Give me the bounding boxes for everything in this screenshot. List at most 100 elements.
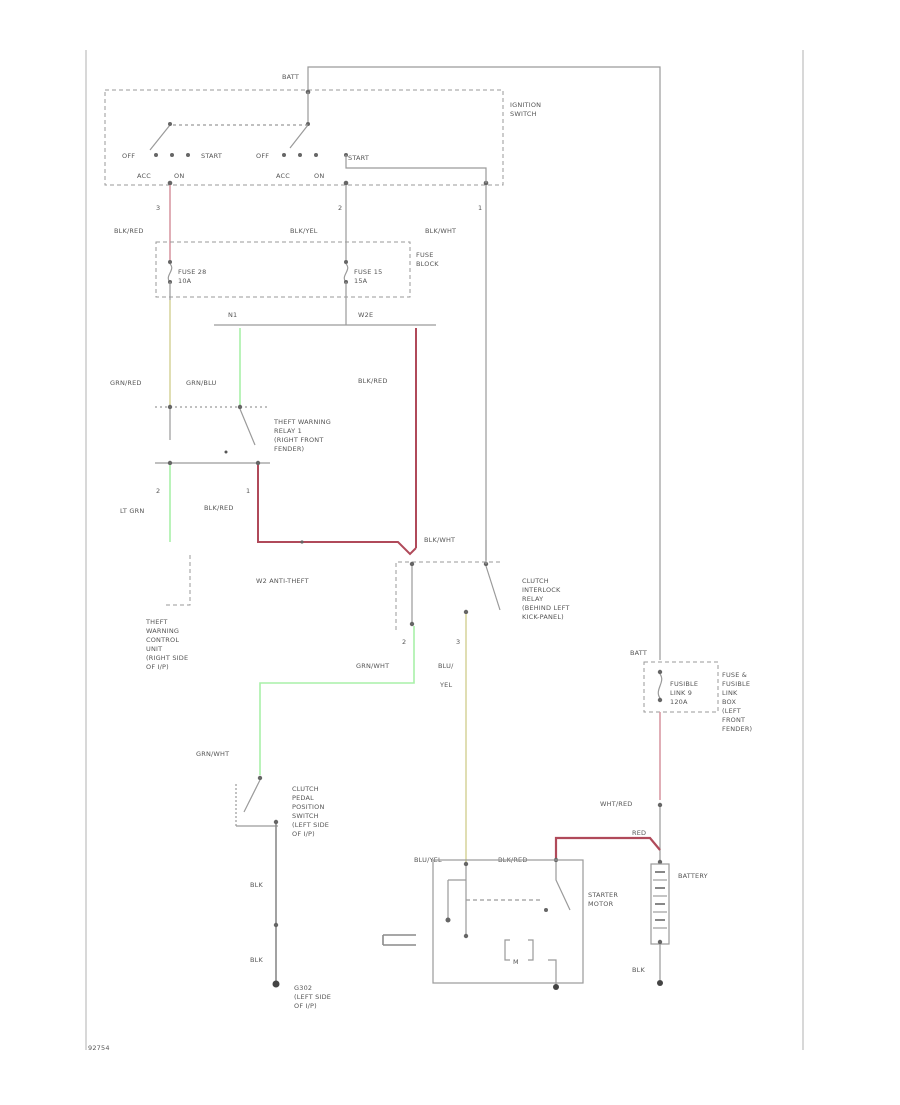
svg-text:BOX: BOX: [722, 698, 736, 706]
svg-text:G302: G302: [294, 984, 312, 992]
svg-text:BLU/YEL: BLU/YEL: [414, 856, 442, 864]
label-wire-red: RED: [632, 829, 646, 837]
label-wire-blk-red: BLK/RED: [114, 227, 144, 235]
label-on-2: ON: [314, 172, 324, 180]
label-start-2: START: [348, 154, 369, 162]
label-wire-grn-blu: GRN/BLU: [186, 379, 217, 387]
svg-text:OF I/P): OF I/P): [146, 663, 169, 671]
clutch-pedal-switch: CLUTCH PEDAL POSITION SWITCH (LEFT SIDE …: [235, 775, 329, 838]
svg-text:INTERLOCK: INTERLOCK: [522, 586, 561, 594]
svg-text:CLUTCH: CLUTCH: [522, 577, 549, 585]
fuse-block: FUSE 28 10A FUSE 15 15A FUSE BLOCK: [155, 241, 439, 298]
svg-text:120A: 120A: [670, 698, 688, 706]
label-relay-theft-1: THEFT WARNING: [273, 418, 331, 426]
label-pin-c2: 2: [402, 638, 406, 646]
ignition-switch: BATT IGNITION SWITCH OFF START ACC ON OF…: [104, 66, 661, 660]
label-wire-blu: BLU/: [438, 662, 454, 670]
svg-text:FUSIBLE: FUSIBLE: [722, 680, 750, 688]
svg-text:STARTER: STARTER: [588, 891, 618, 899]
wire-red-battery: [554, 836, 661, 858]
battery: BATTERY BLK: [632, 859, 708, 986]
svg-text:PEDAL: PEDAL: [292, 794, 314, 802]
svg-text:(LEFT: (LEFT: [722, 707, 741, 715]
label-w2-anti-theft: W2 ANTI-THEFT: [256, 577, 309, 585]
fuse-fusible-link-box: BATT FUSIBLE LINK 9 120A FUSE & FUSIBLE …: [630, 649, 752, 733]
label-wire-blk-yel: BLK/YEL: [290, 227, 318, 235]
svg-text:LINK: LINK: [722, 689, 738, 697]
label-wire-grn-red: GRN/RED: [110, 379, 142, 387]
svg-text:OF I/P): OF I/P): [292, 830, 315, 838]
label-fuse-block-2: BLOCK: [416, 260, 439, 268]
label-fuse15-amps: 15A: [354, 277, 368, 285]
label-fuse15: FUSE 15: [354, 268, 382, 276]
label-wire-blk-wht: BLK/WHT: [425, 227, 456, 235]
label-wire-grn-wht-2: GRN/WHT: [196, 750, 229, 758]
label-wire-yel: YEL: [439, 681, 452, 689]
svg-text:CONTROL: CONTROL: [146, 636, 179, 644]
label-wire-blk-wht-2: BLK/WHT: [424, 536, 455, 544]
label-pin-c3: 3: [456, 638, 460, 646]
svg-text:SWITCH: SWITCH: [292, 812, 319, 820]
svg-text:CLUTCH: CLUTCH: [292, 785, 319, 793]
label-wire-lt-grn: LT GRN: [120, 507, 144, 515]
label-wire-grn-wht: GRN/WHT: [356, 662, 389, 670]
svg-text:OF I/P): OF I/P): [294, 1002, 317, 1010]
wire-blk-red-3: [257, 465, 417, 556]
svg-text:FENDER): FENDER): [722, 725, 752, 733]
clutch-interlock-relay: CLUTCH INTERLOCK RELAY (BEHIND LEFT KICK…: [395, 561, 570, 630]
ground-label: G302 (LEFT SIDE OF I/P): [294, 984, 331, 1010]
label-acc-1: ACC: [137, 172, 151, 180]
svg-text:(BEHIND LEFT: (BEHIND LEFT: [522, 604, 570, 612]
theft-warning-relay: THEFT WARNING RELAY 1 (RIGHT FRONT FENDE…: [155, 404, 331, 466]
label-conn-mid: W2E: [358, 311, 373, 319]
svg-text:POSITION: POSITION: [292, 803, 325, 811]
label-fuse28: FUSE 28: [178, 268, 206, 276]
label-pin-right: 1: [478, 204, 482, 212]
svg-text:UNIT: UNIT: [146, 645, 162, 653]
label-wire-blk-2: BLK: [250, 956, 263, 964]
label-pin-1: 1: [246, 487, 250, 495]
label-wire-blk-red-3: BLK/RED: [204, 504, 234, 512]
svg-text:THEFT: THEFT: [145, 618, 168, 626]
label-pin-left: 3: [156, 204, 160, 212]
label-batt-top: BATT: [282, 73, 299, 81]
label-relay-theft-3: (RIGHT FRONT: [274, 436, 324, 444]
ground-g302: [272, 980, 280, 988]
label-fuse-block-1: FUSE: [416, 251, 434, 259]
svg-text:MOTOR: MOTOR: [588, 900, 614, 908]
label-acc-2: ACC: [276, 172, 290, 180]
theft-unit-link: [165, 555, 191, 606]
starter-motor: BLU/YEL BLK/RED M STARTER MOTOR: [382, 856, 618, 990]
label-fuse28-amps: 10A: [178, 277, 192, 285]
theft-control-unit-label: THEFT WARNING CONTROL UNIT (RIGHT SIDE O…: [145, 618, 188, 671]
svg-text:FUSIBLE: FUSIBLE: [670, 680, 698, 688]
motor-m-label: M: [513, 958, 519, 966]
svg-text:FRONT: FRONT: [722, 716, 745, 724]
svg-text:(LEFT SIDE: (LEFT SIDE: [294, 993, 331, 1001]
label-off-1: OFF: [122, 152, 135, 160]
svg-text:FUSE &: FUSE &: [722, 671, 747, 679]
label-start-1: START: [201, 152, 222, 160]
wire-grn-wht: [259, 626, 415, 775]
label-off-2: OFF: [256, 152, 269, 160]
label-pin-mid: 2: [338, 204, 342, 212]
svg-text:RELAY: RELAY: [522, 595, 543, 603]
label-ignition-2: SWITCH: [510, 110, 537, 118]
label-ignition-1: IGNITION: [510, 101, 541, 109]
svg-text:BATTERY: BATTERY: [678, 872, 708, 880]
label-pin-2: 2: [156, 487, 160, 495]
label-wire-blk: BLK: [250, 881, 263, 889]
svg-text:LINK 9: LINK 9: [670, 689, 692, 697]
svg-text:(LEFT SIDE: (LEFT SIDE: [292, 821, 329, 829]
label-on-1: ON: [174, 172, 184, 180]
svg-text:KICK-PANEL): KICK-PANEL): [522, 613, 564, 621]
label-relay-theft-4: FENDER): [274, 445, 304, 453]
label-relay-theft-2: RELAY 1: [274, 427, 302, 435]
svg-text:BATT: BATT: [630, 649, 647, 657]
label-wire-wht-red: WHT/RED: [600, 800, 633, 808]
label-wire-blk-red-2: BLK/RED: [358, 377, 388, 385]
svg-text:(RIGHT SIDE: (RIGHT SIDE: [146, 654, 188, 662]
svg-text:WARNING: WARNING: [146, 627, 179, 635]
diagram-id: 92754: [88, 1044, 110, 1052]
